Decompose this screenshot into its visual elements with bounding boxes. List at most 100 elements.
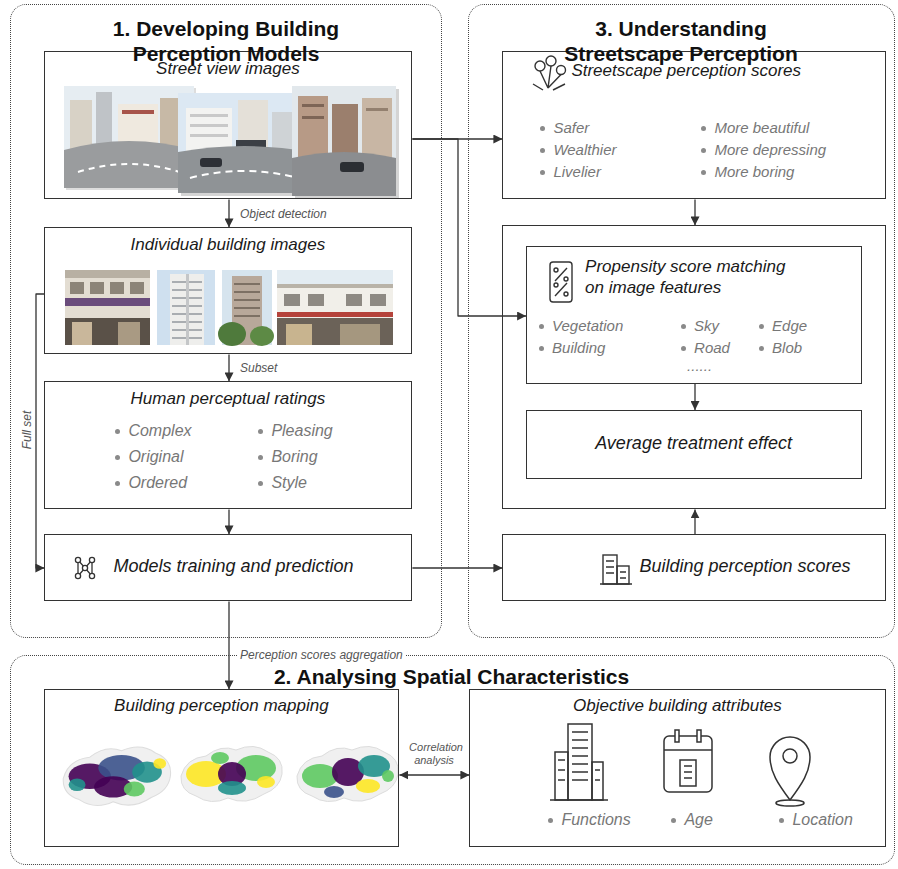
perception-map: [297, 746, 398, 801]
box-label: Individual building images: [45, 235, 410, 256]
building-photo: [65, 318, 150, 345]
box-label: Building perception scores: [639, 556, 850, 578]
building-photo: [277, 270, 393, 345]
list-item: Age: [671, 811, 712, 829]
building-photo: [277, 318, 393, 345]
label-text: Models training and prediction: [113, 556, 353, 576]
street-view-photo: [178, 146, 310, 193]
building-photo: [72, 322, 92, 345]
label-text: More boring: [714, 163, 794, 180]
building-photo: [277, 270, 393, 345]
label-text: 1. Developing Building Perception Models: [113, 17, 339, 65]
age-calendar-icon: [675, 730, 679, 742]
street-view-photo: [190, 134, 228, 137]
stage-panel: 1. Developing Building Perception Models…: [10, 4, 442, 638]
box-label: Human perceptual ratings: [45, 389, 410, 410]
list-item: Functions: [548, 811, 630, 829]
age-calendar-icon: [684, 766, 692, 778]
percentage-icon: [564, 277, 568, 281]
list-item: More beautiful: [701, 119, 809, 137]
street-view-photo: [96, 92, 112, 150]
percentage-icon: [554, 283, 558, 287]
building-photo: [65, 270, 150, 345]
building-photo: [118, 322, 140, 345]
streetscape-icon: [546, 56, 556, 66]
connector: [412, 567, 502, 568]
building-photo: [110, 282, 124, 294]
age-calendar-icon: [697, 730, 701, 742]
box-label: Models training and prediction: [113, 556, 353, 578]
process-box: Models training and prediction: [44, 534, 412, 601]
edge-label-text: Subset: [238, 361, 279, 375]
perception-map: [63, 747, 170, 805]
street-view-photo: [302, 104, 324, 107]
street-view-photo: [190, 171, 298, 178]
label-text: Location: [792, 811, 853, 828]
list-item: Road: [681, 339, 730, 357]
building-photo: [234, 284, 260, 316]
edge-label: Object detection: [238, 207, 329, 221]
edge-label-text: Object detection: [238, 207, 329, 221]
building-photo: [65, 270, 150, 345]
percentage-icon: [564, 292, 568, 296]
street-view-photo: [78, 164, 180, 172]
label-text: Style: [271, 474, 307, 491]
bullet-dot: [681, 324, 686, 329]
label-text: Building perception mapping: [114, 696, 329, 715]
list-item: Original: [115, 448, 183, 466]
building-icon: [600, 561, 632, 584]
edge-label: Correlation analysis: [402, 741, 468, 767]
label-text: Original: [128, 448, 183, 465]
building-photo: [130, 282, 144, 294]
image-box: Individual building images: [44, 227, 412, 354]
street-view-photo: [64, 86, 196, 190]
percentage-icon: [555, 268, 567, 281]
label-text: 3. Understanding Streetscape Perception: [564, 17, 797, 65]
connector: [228, 509, 229, 534]
box-label: Propensity score matching on image featu…: [585, 257, 797, 298]
building-icon: [603, 555, 617, 584]
edge-label-text: Correlation analysis: [407, 741, 463, 766]
building-photo: [308, 294, 324, 306]
label-text: Sky: [694, 317, 719, 334]
label-text: Age: [684, 811, 712, 828]
age-calendar-icon: [680, 760, 696, 786]
perception-map: [257, 776, 275, 788]
box-label: Objective building attributes: [470, 696, 884, 717]
perception-map: [181, 746, 282, 801]
building-photo: [65, 298, 150, 306]
street-view-photo: [190, 114, 228, 117]
label-text: Individual building images: [131, 235, 326, 254]
group-box: Propensity score matching on image featu…: [502, 225, 886, 509]
perception-map: [124, 782, 145, 797]
age-calendar-icon: [664, 749, 712, 751]
street-view-photo: [362, 98, 392, 158]
street-view-photo: [64, 141, 194, 188]
perception-map: [153, 758, 166, 769]
bullet-dot: [759, 324, 764, 329]
building-photo: [346, 294, 362, 306]
list-item: Sky: [681, 317, 719, 335]
street-view-photo: [366, 108, 388, 111]
label-text: Human perceptual ratings: [131, 389, 326, 408]
street-view-photo: [186, 108, 232, 152]
location-pin-icon: [770, 737, 810, 806]
percentage-icon: [554, 268, 558, 272]
label-text: Wealthier: [553, 141, 616, 158]
list-item: Ordered: [115, 474, 187, 492]
list-item: Style: [258, 474, 307, 492]
label-text: Vegetation: [552, 317, 623, 334]
label-text: Ordered: [128, 474, 187, 491]
list-item: Blob: [759, 339, 802, 357]
street-view-photo: [190, 124, 228, 127]
label-text: Building: [552, 339, 605, 356]
edge-label: Full set: [20, 409, 34, 452]
perception-map: [324, 786, 344, 798]
perception-map: [382, 770, 394, 782]
building-photo: [218, 322, 246, 346]
street-view-photo: [298, 96, 328, 158]
edge-label-text: Full set: [20, 409, 34, 452]
location-pin-icon: [776, 800, 804, 806]
bullet-dot: [540, 126, 545, 131]
list-item: Safer: [540, 119, 589, 137]
